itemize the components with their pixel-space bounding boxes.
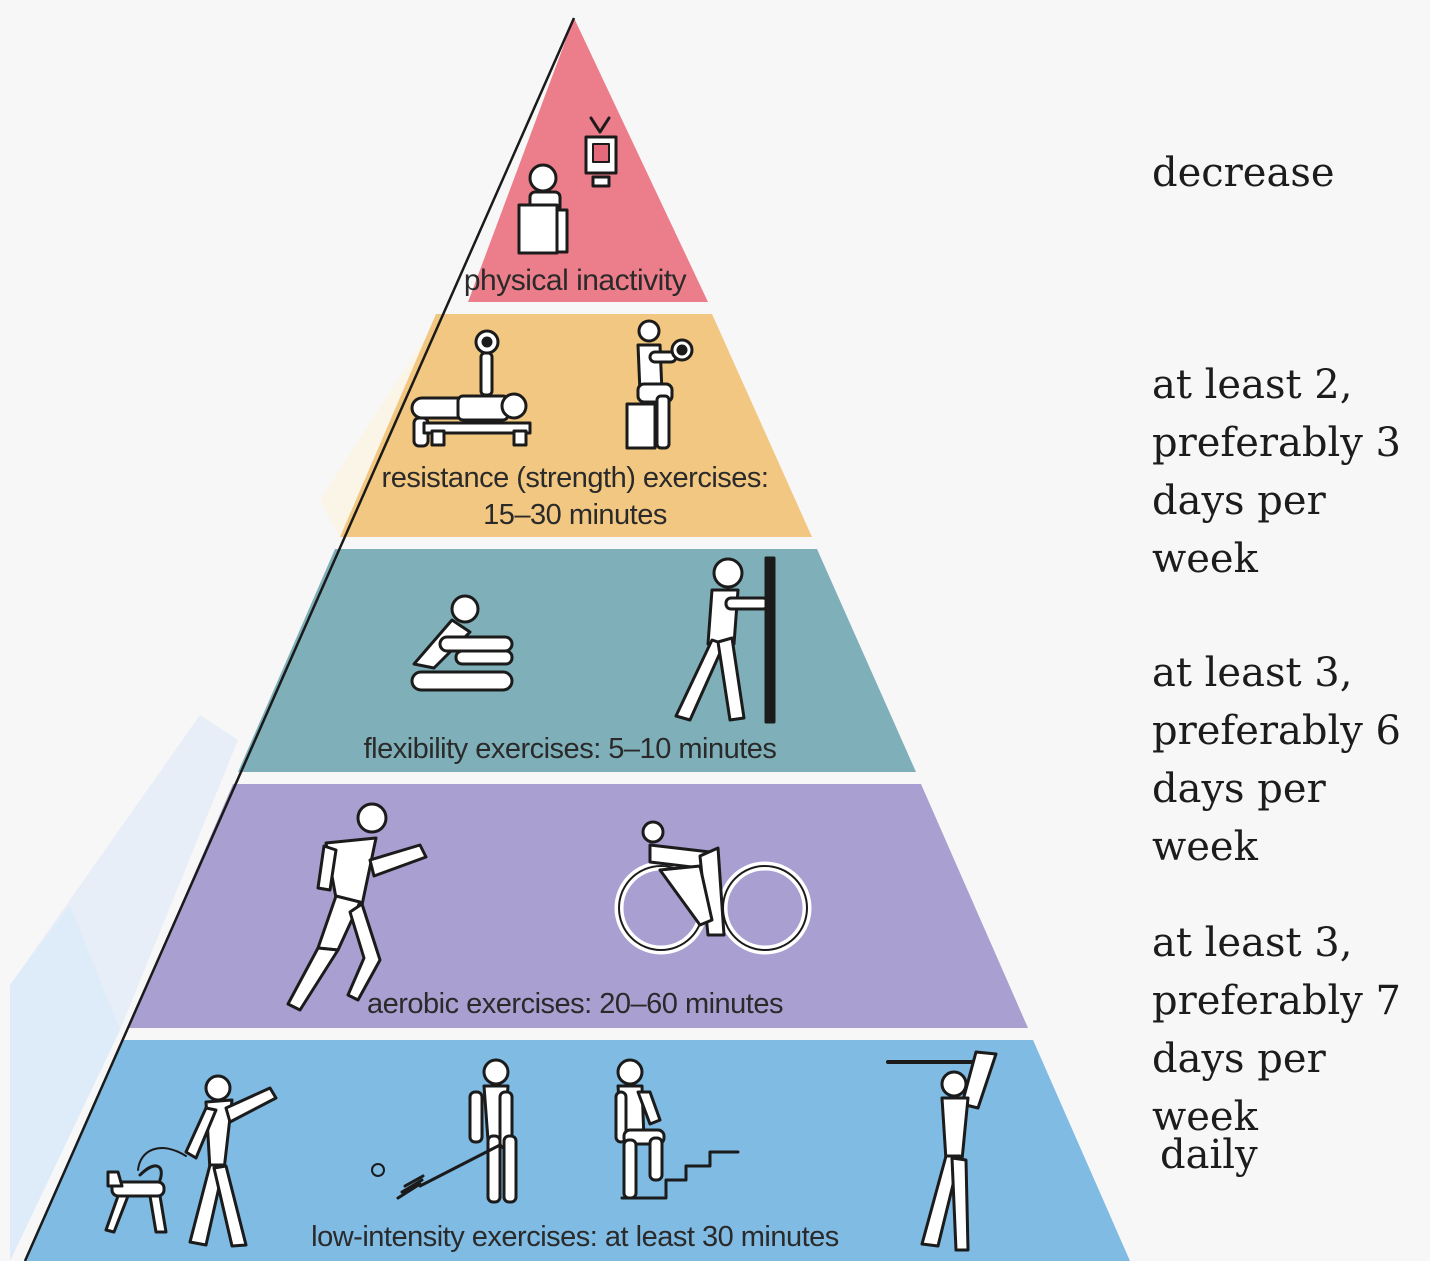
raking-icon: [371, 1058, 518, 1204]
tier-band-resistance: [340, 314, 812, 537]
frequency-aerobic: at least 3, preferably 7 days per week: [1152, 920, 1402, 1140]
seated-dumbbell-curl-icon: [625, 319, 694, 450]
dog-walking-icon: [104, 1074, 278, 1248]
stair-climbing-icon: [614, 1058, 740, 1200]
person-at-desk-icon: [517, 163, 569, 255]
frequency-physical-inactivity: decrease: [1152, 150, 1335, 196]
tier-label-flexibility: flexibility exercises: 5–10 minutes: [363, 733, 777, 765]
bench-press-icon: [410, 329, 532, 448]
frequency-flexibility: at least 3, preferably 6 days per week: [1152, 650, 1402, 870]
runner-icon: [286, 802, 428, 1012]
tier-label-low-intensity: low-intensity exercises: at least 30 min…: [311, 1221, 839, 1253]
tier-band-low-intensity: [25, 1040, 1130, 1261]
cyclist-icon: [614, 820, 812, 955]
frequency-resistance: at least 2, preferably 3 days per week: [1152, 362, 1402, 582]
tier-label-aerobic: aerobic exercises: 20–60 minutes: [366, 988, 784, 1020]
frequency-low-intensity: daily: [1160, 1132, 1258, 1178]
television-icon: [584, 116, 618, 188]
tier-label-physical-inactivity: physical inactivity: [463, 264, 687, 297]
wall-stretch-icon: [674, 556, 776, 724]
golfer-icon: [886, 1050, 998, 1252]
seated-stretch-icon: [410, 594, 514, 692]
tier-label-resistance: resistance (strength) exercises: 15–30 m…: [381, 462, 769, 531]
